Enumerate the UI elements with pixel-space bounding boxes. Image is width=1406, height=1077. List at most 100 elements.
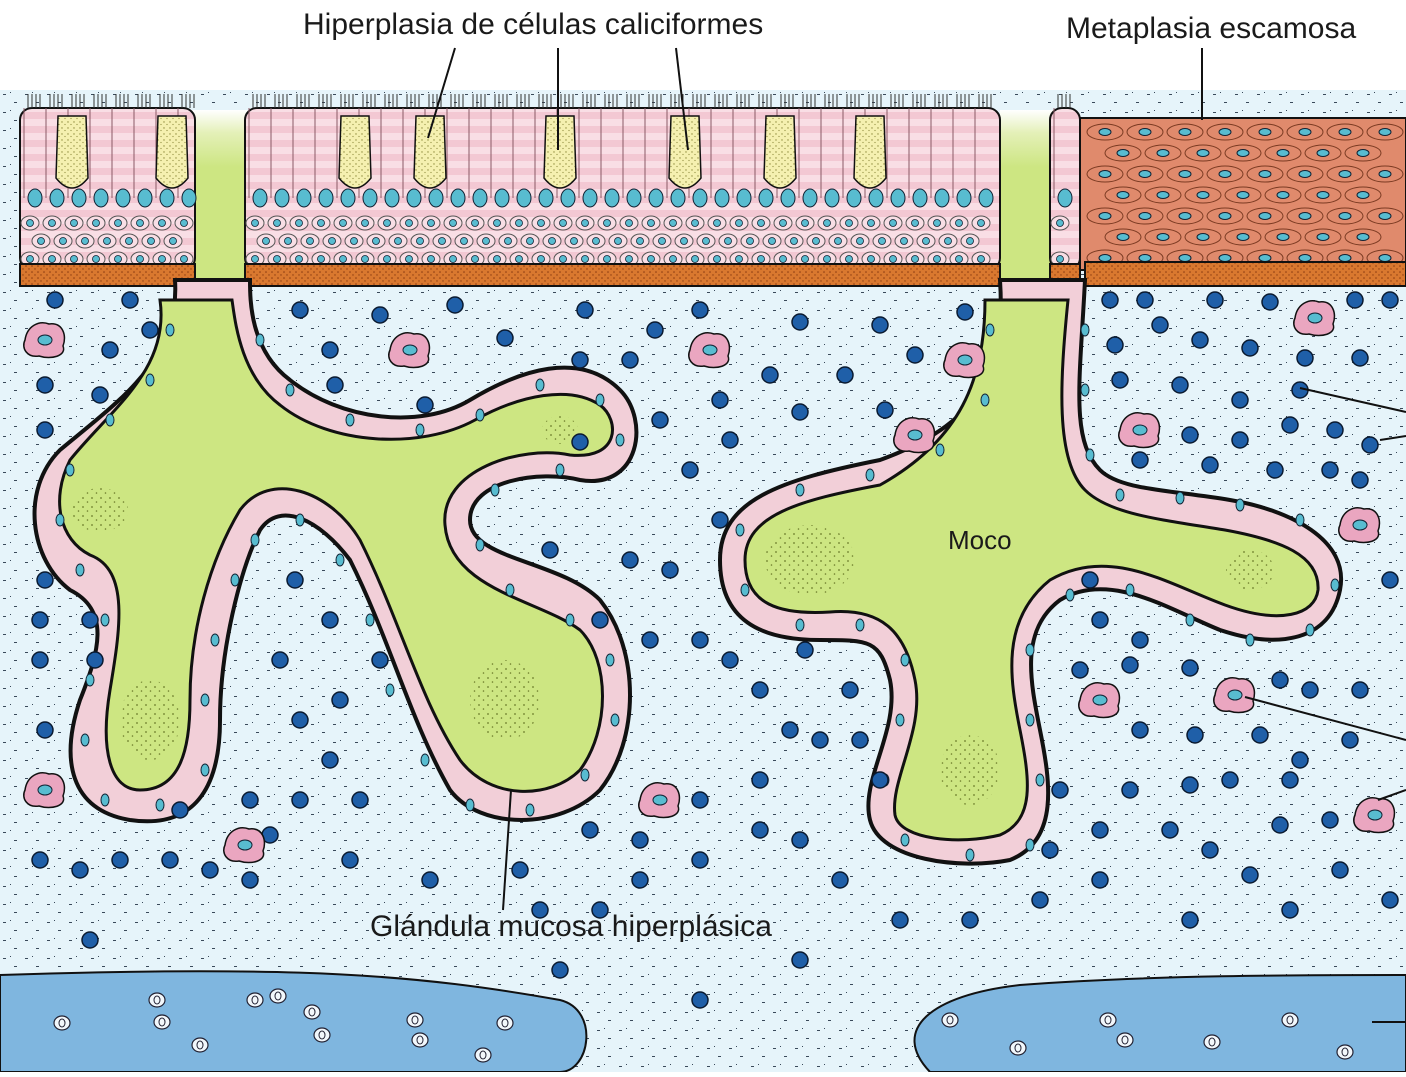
inflammatory-cell-icon [1137,292,1153,308]
inflammatory-cell-icon [172,802,188,818]
gland-cell-nucleus [256,334,264,346]
squamous-nucleus [1259,213,1271,220]
inflammatory-cell-icon [1267,462,1283,478]
gland-cell-nucleus [1066,589,1074,601]
inflammatory-cell-icon [1162,822,1178,838]
inflammatory-cell-icon [572,434,588,450]
inflammatory-cell-icon [1202,457,1218,473]
inflammatory-cell-icon [877,402,893,418]
gland-cell-nucleus [421,754,429,766]
gland-cell-nucleus [981,394,989,406]
gland-cell-nucleus [1296,514,1304,526]
gland-cell-nucleus [1026,714,1034,726]
gland-cell-nucleus [966,849,974,861]
mucus-label: Moco [948,525,1012,556]
squamous-nucleus [1357,192,1369,199]
gland-cell-nucleus [66,464,74,476]
inflammatory-cell-icon [652,412,668,428]
columnar-nucleus [160,189,174,207]
gland-cell-nucleus [211,634,219,646]
inflammatory-cell-icon [292,712,308,728]
squamous-nucleus [1219,213,1231,220]
ciliated-epithelium-block [245,94,1000,286]
columnar-nucleus [495,189,509,207]
gland-cell-nucleus [336,554,344,566]
inflammatory-cell-icon [447,297,463,313]
inflammatory-cell-icon [292,302,308,318]
gland-cell-nucleus [156,799,164,811]
inflammatory-cell-icon [1347,292,1363,308]
gland-cell-nucleus [1306,624,1314,636]
gland-cell-nucleus [106,414,114,426]
inflammatory-cell-icon [1352,472,1368,488]
inflammatory-cell-icon [1242,867,1258,883]
inflammatory-cell-icon [792,314,808,330]
inflammatory-cell-icon [102,342,118,358]
squamous-nucleus [1339,255,1351,262]
inflammatory-cell-icon [577,302,593,318]
columnar-nucleus [561,189,575,207]
inflammatory-cell-icon [1322,462,1338,478]
squamous-nucleus [1357,150,1369,157]
squamous-nucleus [1179,171,1191,178]
columnar-nucleus [605,189,619,207]
hyperplastic-gland-label: Glándula mucosa hiperplásica [370,910,772,944]
squamous-nucleus [1179,255,1191,262]
chondrocyte-icon [407,1013,423,1027]
gland-cell-nucleus [901,834,909,846]
inflammatory-cell-icon [662,562,678,578]
inflammatory-cell-icon [762,367,778,383]
gland-cell-nucleus [896,714,904,726]
chondrocyte-icon [1204,1035,1220,1049]
squamous-nucleus [1237,150,1249,157]
inflammatory-cell-icon [572,352,588,368]
squamous-nucleus [1179,213,1191,220]
inflammatory-cell-icon [242,792,258,808]
inflammatory-cell-icon [832,872,848,888]
inflammatory-cell-icon [622,552,638,568]
gland-cell-nucleus [296,514,304,526]
columnar-nucleus [297,189,311,207]
columnar-nucleus [627,189,641,207]
gland-cell-nucleus [1026,839,1034,851]
squamous-nucleus [1379,255,1391,262]
inflammatory-cell-icon [1302,682,1318,698]
inflammatory-cell-icon [1107,337,1123,353]
inflammatory-cell-icon [957,304,973,320]
mucus-secretion [940,735,1000,805]
gland-cell-nucleus [201,694,209,706]
squamous-nucleus [1277,150,1289,157]
inflammatory-cell-icon [1172,377,1188,393]
gland-cell-nucleus [936,444,944,456]
inflammatory-cell-icon [592,612,608,628]
squamous-nucleus [1259,171,1271,178]
inflammatory-cell-icon [1362,437,1378,453]
gland-cell-nucleus [251,534,259,546]
columnar-nucleus [182,189,196,207]
squamous-nucleus [1219,255,1231,262]
inflammatory-cell-icon [1272,817,1288,833]
basement-membrane [245,264,1000,286]
columnar-nucleus [28,189,42,207]
chondrocyte-icon [1337,1045,1353,1059]
inflammatory-cell-icon [1152,317,1168,333]
columnar-nucleus [429,189,443,207]
inflammatory-cell-icon [352,792,368,808]
columnar-nucleus [138,189,152,207]
inflammatory-cell-icon [842,682,858,698]
columnar-nucleus [363,189,377,207]
columnar-nucleus [759,189,773,207]
inflammatory-cell-icon [1252,727,1268,743]
squamous-nucleus [1299,129,1311,136]
gland-cell-nucleus [1086,449,1094,461]
gland-cell-nucleus [1331,579,1339,591]
gland-cell-nucleus [796,484,804,496]
goblet-cell-icon [544,116,576,188]
inflammatory-cell-icon [682,462,698,478]
inflammatory-cell-icon [72,862,88,878]
inflammatory-cell-icon [1262,294,1278,310]
squamous-nucleus [1117,192,1129,199]
inflammatory-cell-icon [1092,872,1108,888]
columnar-nucleus [50,189,64,207]
